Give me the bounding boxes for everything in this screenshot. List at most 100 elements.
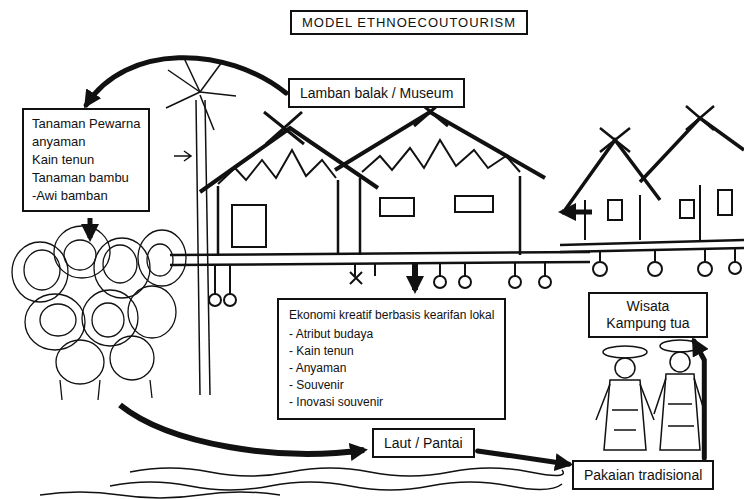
stilt-houses-part [170,252,590,265]
small-arrow [174,151,191,161]
box-text: -Awi bamban [32,187,140,205]
stilt-houses-part [335,112,545,178]
stilt-houses-part [264,112,304,144]
village-houses-part [593,262,607,276]
palm-tree-part [200,95,214,130]
forest-trees-part [54,226,110,278]
stilt-houses-part [459,276,471,288]
village-houses-part [729,262,741,274]
down-arrow [88,218,93,238]
stilt-houses-part [380,198,414,216]
forest-trees-part [110,336,154,380]
traditional-people-part [604,380,646,450]
stilt-houses-part [209,294,221,306]
stilt-houses-part [455,196,493,212]
stilt-houses-part [412,262,418,290]
flow-arrow [478,451,569,464]
village-houses-part [585,185,700,240]
traditional-people-part [670,352,690,372]
stilt-houses-part [232,205,266,247]
village-houses-part [698,262,712,276]
palm-tree [166,58,236,395]
forest-trees-part [147,244,173,276]
palm-tree-part [200,62,222,92]
box-text: Wisata Kampung tua [598,298,698,332]
village-houses-part [600,249,735,262]
village-houses-part [600,128,630,152]
village-houses-part [640,118,744,182]
village-houses-part [608,200,622,220]
stilt-houses-part [224,294,236,306]
palm-tree-part [184,58,200,92]
beach-box: Laut / Pantai [372,428,475,458]
stilt-houses-part [218,180,338,255]
small-arrow-part [174,151,191,161]
sea-waves-part [40,492,280,498]
box-text: - Anyaman [289,360,494,377]
forest-trees-part [56,340,104,384]
stilt-houses-part [215,263,545,294]
economy-box: Ekonomi kreatif berbasis kearifan lokal -… [277,298,506,420]
forest-trees-part [128,286,176,338]
traditional-people-part [654,378,704,426]
traditional-people [596,340,704,450]
box-text: Pakaian tradisional [584,466,702,484]
forest-trees-part [40,304,76,336]
diagram-title: MODEL ETHNOECOUTOURISM [290,10,528,35]
box-text: Tanaman Pewarna [32,115,140,133]
sea-waves-part [110,482,562,490]
village-houses [560,106,744,276]
village-houses-part [718,190,732,215]
museum-box: Lamban balak / Museum [288,78,465,108]
box-heading: Ekonomi kreatif berbasis kearifan lokal [289,307,494,324]
flow-arrow [694,341,704,458]
village-houses-part [648,262,662,276]
palm-tree-part [166,92,200,108]
box-text: anyaman [32,133,140,151]
plants-box: Tanaman PewarnaanyamanKain tenunTanaman … [22,108,150,212]
box-text: Kain tenun [32,151,140,169]
palm-tree-part [196,100,200,395]
traditional-people-part [596,384,654,430]
stilt-houses-part [360,176,520,255]
box-text: Lamban balak / Museum [300,84,453,102]
traditional-people-part [615,358,635,378]
forest-trees-part [64,240,96,270]
stilt-houses-part [539,276,551,288]
sea-waves [40,468,563,498]
stilt-houses [170,98,590,306]
palm-tree-part [205,100,210,395]
forest-trees-part [103,245,137,283]
stilt-houses-part [218,150,336,184]
palm-tree-part [200,92,236,96]
village-houses-part [562,210,592,215]
village-houses-part [680,200,694,218]
stilt-houses-part [350,272,362,284]
box-text: - Kain tenun [289,343,494,360]
stilt-houses-part [509,276,521,288]
box-text: - Inovasi souvenir [289,394,494,411]
traditional-people-part [660,374,700,450]
clothing-box: Pakaian tradisional [572,460,714,490]
forest-trees-part [82,290,138,346]
village-box: Wisata Kampung tua [588,292,708,338]
forest-trees-part [25,294,85,350]
forest-trees [12,226,186,400]
traditional-people-part [603,346,647,358]
forest-trees-part [92,303,124,337]
village-houses-part [686,106,714,130]
forest-trees-part [138,230,186,286]
forest-trees-part [60,380,152,400]
sea-waves-part [130,468,563,476]
box-text: - Atribut budaya [289,326,494,343]
village-houses-part [560,240,744,252]
box-text: - Souvenir [289,377,494,394]
flow-arrow [86,58,286,105]
box-text: Laut / Pantai [384,434,463,452]
box-text: Tanaman bambu [32,169,140,187]
down-arrow-part [88,218,93,238]
forest-trees-part [12,242,68,302]
